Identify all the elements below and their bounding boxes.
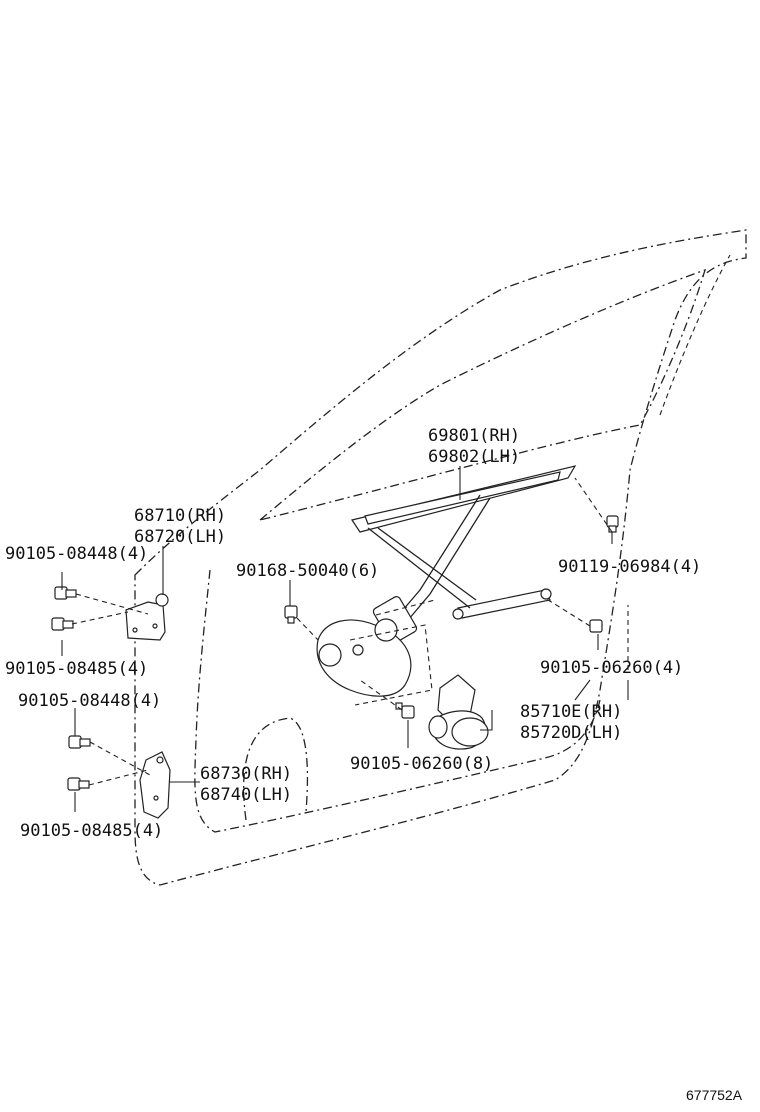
label-68710: 68710(RH)	[134, 506, 226, 526]
bolt-left-3	[68, 735, 91, 749]
label-90105-08448-bottom: 90105-08448(4)	[18, 691, 161, 711]
label-69801: 69801(RH)	[428, 426, 520, 446]
label-90105-06260-right: 90105-06260(4)	[540, 658, 683, 678]
lower-hinge	[139, 751, 171, 819]
bolt-left-1	[54, 586, 77, 600]
label-90119-06984: 90119-06984(4)	[558, 557, 701, 577]
label-90105-08485-bottom: 90105-08485(4)	[20, 821, 163, 841]
label-68730: 68730(RH)	[200, 764, 292, 784]
bolt-left-4	[67, 777, 90, 791]
label-68740: 68740(LH)	[200, 785, 292, 805]
label-90168-50040: 90168-50040(6)	[236, 561, 379, 581]
bolt-50040	[284, 605, 298, 624]
diagram-reference-number: 677752A	[686, 1087, 743, 1103]
label-69802: 69802(LH)	[428, 447, 520, 467]
upper-hinge	[125, 593, 169, 641]
label-68720: 68720(LH)	[134, 527, 226, 547]
leader-lines	[61, 466, 629, 812]
power-window-motor	[428, 674, 489, 750]
label-85710e: 85710E(RH)	[520, 702, 622, 722]
label-90105-08448-top: 90105-08448(4)	[5, 544, 148, 564]
door-outline	[134, 229, 747, 886]
bolt-06260-right	[589, 619, 603, 633]
label-85720d: 85720D(LH)	[520, 723, 622, 743]
bolt-06984	[606, 515, 619, 533]
label-90105-06260-center: 90105-06260(8)	[350, 754, 493, 774]
window-regulator	[316, 465, 577, 706]
label-90105-08485-top: 90105-08485(4)	[5, 659, 148, 679]
bolt-06260-center	[395, 702, 415, 719]
bolt-left-2	[51, 617, 74, 631]
part-dash-lines	[71, 477, 629, 786]
